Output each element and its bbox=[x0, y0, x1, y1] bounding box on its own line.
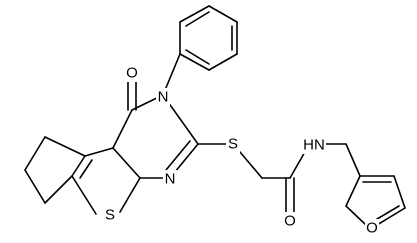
atom-label-oxygen: O bbox=[284, 213, 296, 230]
bond-furan bbox=[345, 205, 367, 226]
atom-label-nh: HN bbox=[303, 137, 325, 154]
atom-label-sulfur: S bbox=[105, 207, 115, 224]
bond-cyclopentane bbox=[24, 169, 46, 204]
bond-phenyl bbox=[179, 5, 210, 23]
atom-label-layer: O N S S N O HN O bbox=[102, 64, 379, 237]
bond-phenyl-inner bbox=[185, 11, 210, 27]
bond-furan bbox=[345, 175, 361, 207]
bond-carbonyl-c3a bbox=[112, 109, 133, 149]
bond-s-ch2 bbox=[239, 151, 263, 179]
bond-c3a-c3b bbox=[84, 147, 114, 157]
bond-furan bbox=[376, 207, 406, 226]
bond-cyclopentane bbox=[44, 136, 86, 157]
bond-layer bbox=[24, 5, 406, 226]
bond-phenyl-inner bbox=[185, 49, 210, 65]
bond-c3b-c-double bbox=[79, 159, 93, 179]
atom-label-sulfur: S bbox=[228, 136, 238, 153]
atom-label-oxygen: O bbox=[366, 220, 378, 237]
bond-s-c8a bbox=[119, 177, 141, 213]
bond-c3b-c bbox=[71, 155, 86, 177]
atom-label-nitrogen: N bbox=[158, 89, 169, 106]
bond-camide-n bbox=[289, 149, 307, 179]
atom-label-oxygen: O bbox=[126, 65, 138, 82]
bond-cyclopentane bbox=[44, 175, 73, 204]
atom-label-nitrogen: N bbox=[165, 171, 176, 188]
bond-n-c2-double bbox=[165, 140, 191, 171]
bond-furan bbox=[393, 175, 406, 209]
bond-phenyl bbox=[208, 5, 238, 23]
bond-phenyl bbox=[179, 53, 210, 71]
bond-ch2-furan bbox=[345, 143, 361, 177]
bond-c-s bbox=[71, 175, 97, 215]
bond-c3a-c8a bbox=[112, 147, 141, 179]
bond-phenyl bbox=[208, 53, 238, 71]
bond-furan-double bbox=[376, 205, 400, 220]
bond-cyclopentane bbox=[24, 136, 46, 171]
